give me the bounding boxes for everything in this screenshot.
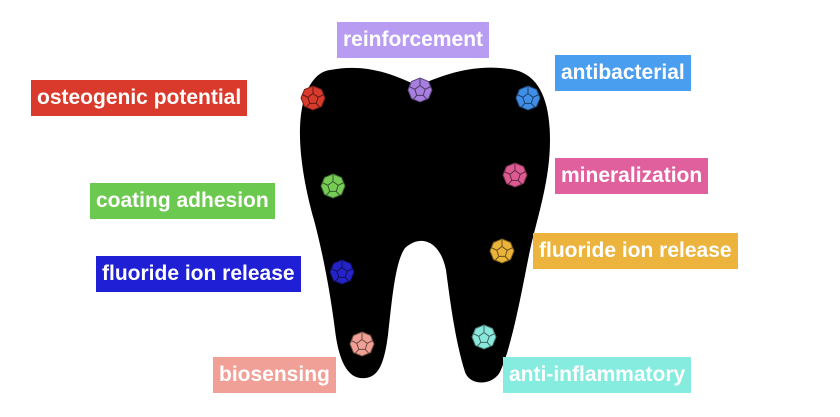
antiinflammatory-particle [471,324,497,350]
reinforcement-particle [407,77,433,103]
label-fluoride-ion-release-right: fluoride ion release [533,233,738,269]
label-fluoride-ion-release-left: fluoride ion release [96,256,301,292]
tooth-silhouette [299,67,550,383]
fluoride-left-particle [329,259,355,285]
label-mineralization: mineralization [555,158,709,194]
mineralization-particle [502,162,528,188]
label-osteogenic-potential: osteogenic potential [31,80,248,116]
label-coating-adhesion: coating adhesion [90,183,275,219]
label-reinforcement: reinforcement [337,22,490,58]
coating-particle [320,173,346,199]
fluoride-right-particle [489,238,515,264]
label-anti-inflammatory: anti-inflammatory [503,357,692,393]
antibacterial-particle [515,85,541,111]
biosensing-particle [349,331,375,357]
label-antibacterial: antibacterial [555,55,691,91]
label-biosensing: biosensing [213,357,336,393]
osteogenic-particle [300,85,326,111]
